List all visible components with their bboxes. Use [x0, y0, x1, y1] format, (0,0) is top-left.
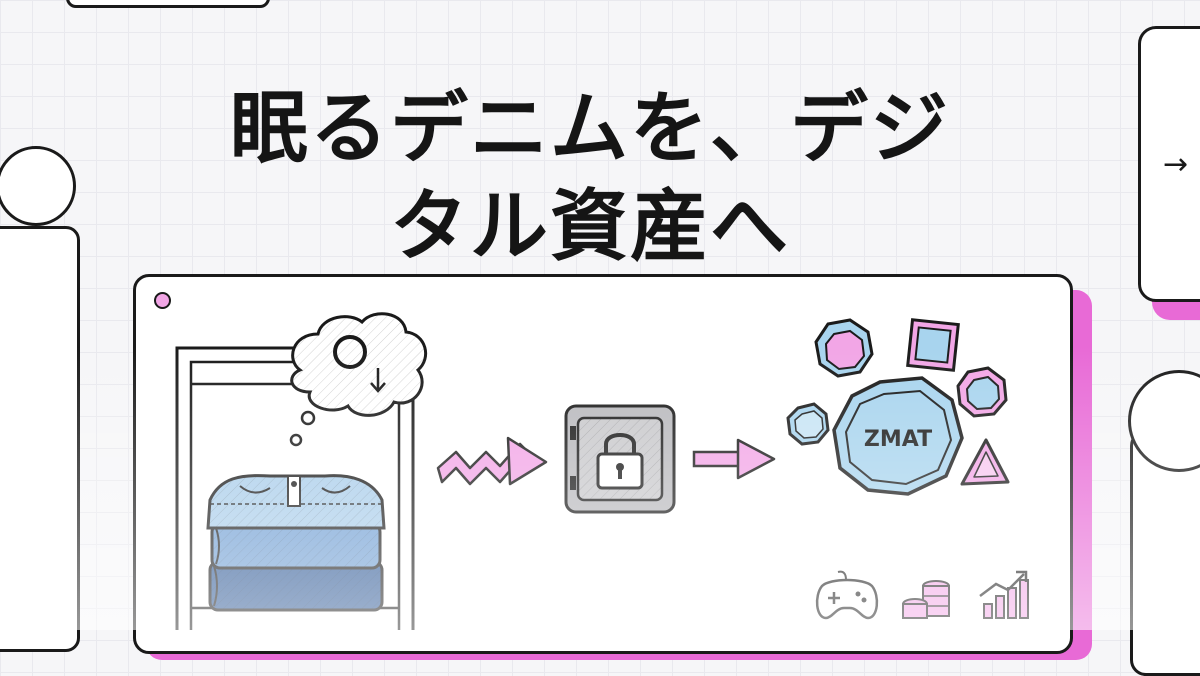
zigzag-arrow-icon [438, 438, 546, 484]
zmat-label: ZMAT [864, 427, 932, 452]
coin-stack-icon [903, 581, 949, 618]
flow-illustration: ZMAT [0, 0, 1200, 630]
gamepad-icon [817, 572, 877, 618]
denim-stack-icon [208, 476, 384, 610]
arrow-right-icon [694, 440, 774, 478]
zmat-coin-icon: ZMAT [834, 378, 962, 494]
locked-safe-icon [566, 406, 674, 512]
growth-chart-icon [980, 572, 1028, 618]
